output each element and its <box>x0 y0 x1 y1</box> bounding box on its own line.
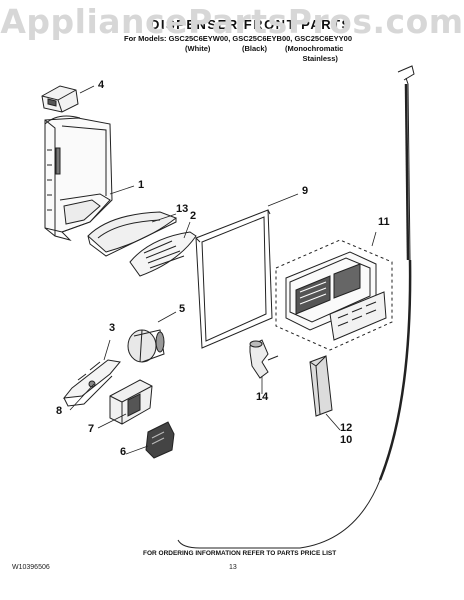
watermark: AppliancePartsPros.com <box>0 2 464 41</box>
part-3-lever-plate <box>62 359 121 407</box>
page-title: DISPENSER FRONT PARTS <box>150 17 352 32</box>
callout-7: 7 <box>88 423 95 435</box>
callout-10: 10 <box>340 434 353 446</box>
callout-1: 1 <box>138 179 145 191</box>
models-line: For Models: GSC25C6EYW00, GSC25C6EYB00, … <box>124 34 353 43</box>
page-number: 13 <box>229 564 237 571</box>
part-13-drip-tray <box>87 211 178 257</box>
variant-black: (Black) <box>242 44 268 53</box>
callout-12: 12 <box>340 422 353 434</box>
variant-mono-line2: Stainless) <box>302 54 338 63</box>
callout-6: 6 <box>120 446 127 458</box>
callout-3: 3 <box>109 322 116 334</box>
part-1-housing <box>44 115 113 241</box>
part-9-frame <box>195 209 273 349</box>
variant-mono: (Monochromatic Stainless) <box>285 44 343 64</box>
callout-9: 9 <box>302 185 309 197</box>
part-4-cap <box>41 85 79 113</box>
ordering-note: FOR ORDERING INFORMATION REFER TO PARTS … <box>143 550 337 557</box>
part-2-grille <box>129 231 197 277</box>
callout-5: 5 <box>179 303 186 315</box>
part-14-elbow <box>249 339 279 379</box>
callout-14: 14 <box>256 391 269 403</box>
part-7-switch <box>109 379 153 425</box>
variant-white: (White) <box>185 44 211 53</box>
callout-11: 11 <box>378 216 390 228</box>
leader-lines <box>69 85 377 455</box>
callout-4: 4 <box>98 79 105 91</box>
callout-13: 13 <box>176 203 189 215</box>
callout-8: 8 <box>56 405 63 417</box>
part-6-button <box>145 421 175 459</box>
part-5-actuator <box>127 329 165 363</box>
callout-2: 2 <box>190 210 197 222</box>
variant-mono-line1: (Monochromatic <box>285 44 344 53</box>
document-code: W10396506 <box>12 564 50 571</box>
part-10-water-tube <box>177 65 415 549</box>
part-12-pad <box>309 355 333 417</box>
part-11-control-module <box>275 239 393 351</box>
